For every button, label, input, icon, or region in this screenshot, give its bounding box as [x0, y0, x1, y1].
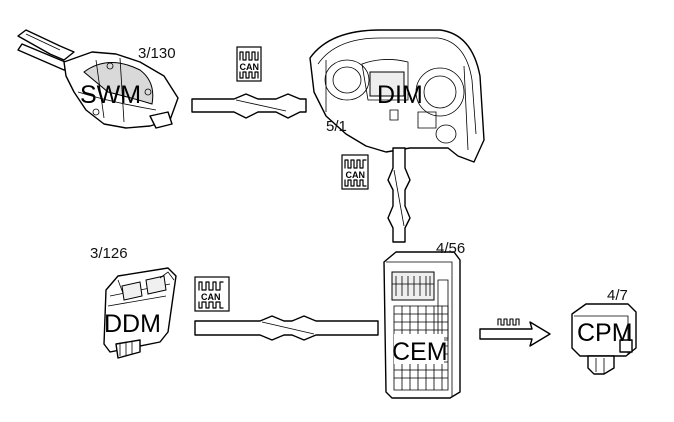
dim-ref: 5/1 [326, 118, 347, 135]
can-icon-label: CAN [240, 62, 260, 72]
can-bus-icon: CAN [194, 276, 230, 312]
swm-label: SWM [80, 81, 141, 109]
ddm-label: DDM [104, 310, 161, 338]
dim-instrument-cluster-icon [309, 29, 485, 163]
lin-bus-arrow-icon [479, 318, 551, 347]
cem-central-electronic-module-icon [383, 251, 461, 399]
can-bus-dim-cem [387, 147, 411, 243]
can-bus-icon: CAN [236, 46, 262, 82]
can-bus-ddm-cem [194, 315, 379, 341]
cpm-label: CPM [577, 319, 633, 347]
cpm-module-icon [571, 303, 637, 375]
swm-ref: 3/130 [138, 45, 176, 62]
can-icon-label: CAN [346, 170, 366, 180]
cpm-ref: 4/7 [607, 287, 628, 304]
ddm-door-module-icon [103, 267, 177, 359]
swm-steering-module-icon [17, 29, 179, 129]
cem-label: CEM [392, 338, 448, 366]
can-icon-label: CAN [201, 292, 221, 302]
can-bus-icon: CAN [341, 154, 369, 190]
cem-ref: 4/56 [436, 240, 465, 257]
can-bus-swm-dim [191, 93, 307, 119]
dim-label: DIM [377, 81, 423, 109]
ddm-ref: 3/126 [90, 245, 128, 262]
